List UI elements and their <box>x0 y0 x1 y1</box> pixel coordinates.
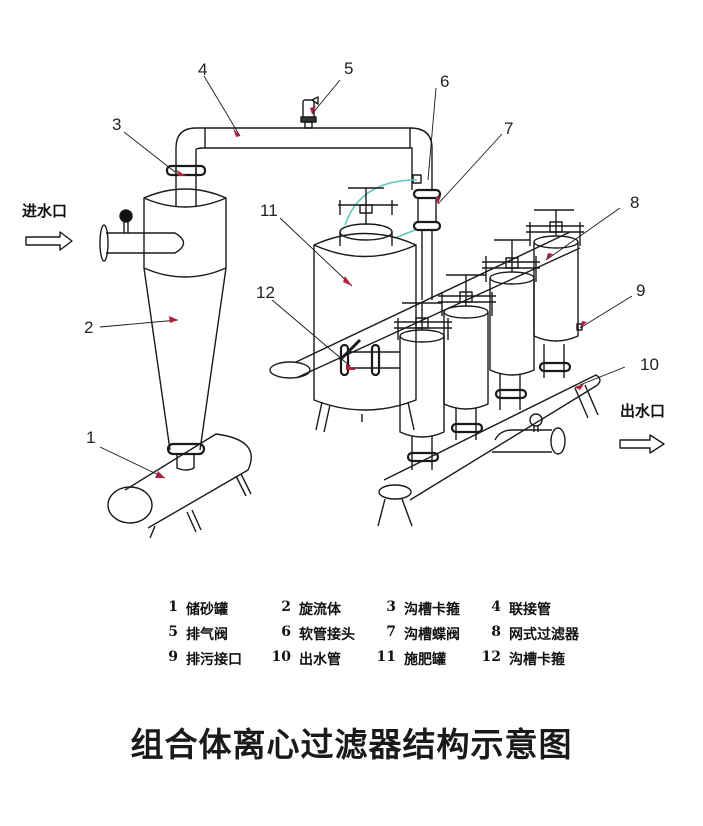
callout-leaders <box>99 75 633 479</box>
mesh-filter-1 <box>394 302 452 470</box>
groove-butterfly-valve <box>412 174 442 300</box>
callout-5: 5 <box>344 59 353 78</box>
hose-connector <box>344 179 418 226</box>
air-release-valve <box>300 96 319 129</box>
mesh-filter-2 <box>438 274 496 440</box>
groove-clamp-12 <box>338 338 400 377</box>
filter-structure-diagram: 进水口 <box>22 59 665 539</box>
callout-3: 3 <box>112 115 121 134</box>
callout-10: 10 <box>640 355 659 374</box>
pressure-gauge-icon <box>119 209 133 223</box>
callout-11: 11 <box>260 201 278 220</box>
outlet-label: 出水口 <box>620 402 665 420</box>
connecting-pipe <box>175 127 433 190</box>
cyclone-body <box>143 168 227 451</box>
fertilizer-tank <box>313 187 417 433</box>
mesh-filter-4 <box>526 209 584 378</box>
diagram-title: 组合体离心过滤器结构示意图 <box>130 725 573 764</box>
sand-storage-tank <box>107 433 252 539</box>
outlet-pipe <box>377 374 601 527</box>
groove-clamp-3 <box>165 164 207 177</box>
inlet-arrow-icon <box>25 231 73 251</box>
callout-6: 6 <box>440 72 449 91</box>
callout-1: 1 <box>86 428 95 447</box>
outlet-arrow-icon <box>619 434 665 454</box>
callout-arrowheads <box>155 106 587 478</box>
callout-7: 7 <box>504 119 513 138</box>
callout-12: 12 <box>256 283 275 302</box>
inlet-pipe <box>99 209 185 262</box>
callout-9: 9 <box>636 281 645 300</box>
callout-2: 2 <box>84 318 93 337</box>
outlet-gauge-icon <box>529 413 543 427</box>
mesh-filter-3 <box>482 239 540 410</box>
callout-4: 4 <box>198 60 207 79</box>
inlet-label: 进水口 <box>22 202 67 220</box>
callout-8: 8 <box>630 193 639 212</box>
